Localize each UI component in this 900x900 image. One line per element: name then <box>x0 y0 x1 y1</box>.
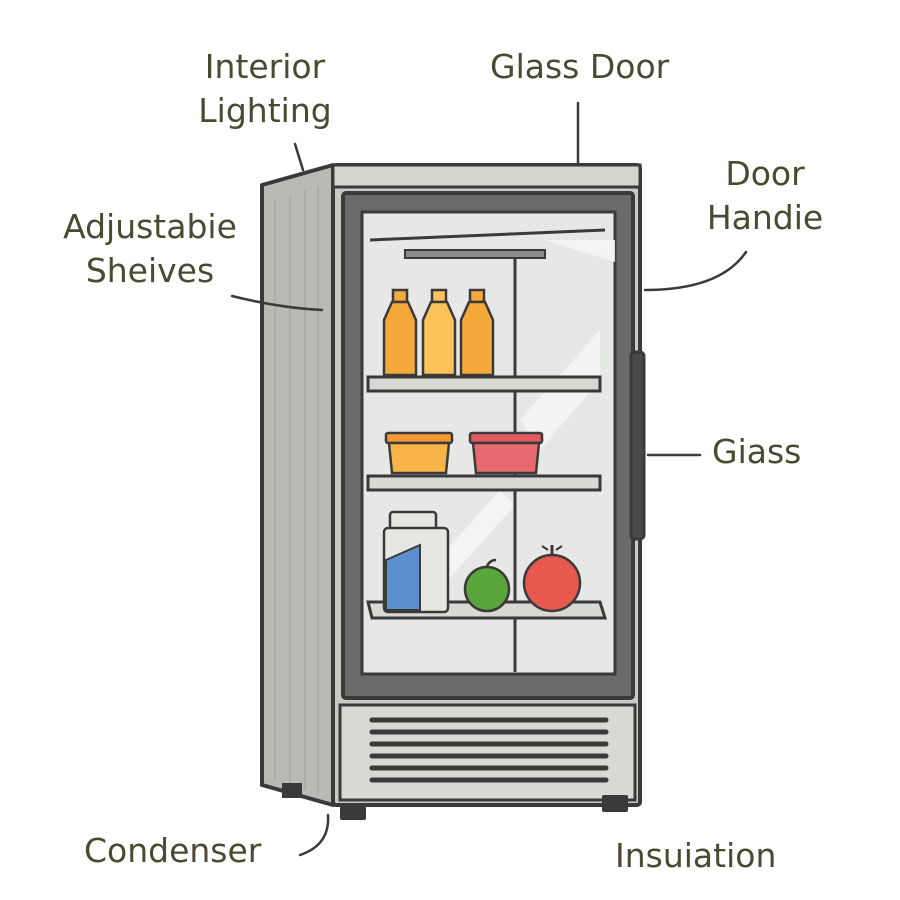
bowl-red <box>468 431 544 475</box>
side-panel-texture <box>274 186 319 794</box>
label-adjustable-shelves-line-1: Adjustabie <box>63 207 237 246</box>
label-condenser: Condenser <box>84 831 262 870</box>
bottle-1 <box>382 288 418 377</box>
label-interior-lighting: Interior Lighting <box>195 45 335 133</box>
bottle-2 <box>421 288 457 377</box>
foot-left-back <box>282 783 302 798</box>
bowl-orange <box>384 431 454 475</box>
label-door-handle-line-2: Handie <box>706 198 824 237</box>
label-interior-lighting-line-2: Lighting <box>198 91 332 130</box>
leader-adjustable-shelves <box>230 294 324 312</box>
leader-door-handle <box>643 250 748 292</box>
condenser-grille <box>369 717 609 783</box>
bottle-3 <box>459 288 495 377</box>
leader-interior-lighting <box>293 142 305 172</box>
cabinet-top-cap <box>331 163 642 189</box>
foot-front-right <box>602 795 628 812</box>
leader-lines <box>230 101 748 857</box>
label-glass-door: Glass Door <box>490 47 670 86</box>
milk-carton <box>382 510 450 614</box>
foot-front-left <box>340 803 366 820</box>
interior-light-bar <box>369 228 606 259</box>
green-apple <box>463 558 511 613</box>
label-insulation: Insuiation <box>615 836 777 875</box>
leader-condenser <box>298 813 330 857</box>
label-door-handle: Door Handie <box>700 152 830 240</box>
label-door-handle-line-1: Door <box>725 154 805 193</box>
label-adjustable-shelves: Adjustabie Sheives <box>50 205 250 293</box>
cabinet-side-panel <box>260 163 335 807</box>
label-interior-lighting-line-1: Interior <box>204 47 326 86</box>
door-handle <box>629 350 646 541</box>
shelf-1 <box>366 375 602 393</box>
label-adjustable-shelves-line-2: Sheives <box>85 251 215 290</box>
shelf-2 <box>366 474 602 492</box>
red-apple <box>522 545 582 613</box>
label-glass: Giass <box>712 432 802 471</box>
